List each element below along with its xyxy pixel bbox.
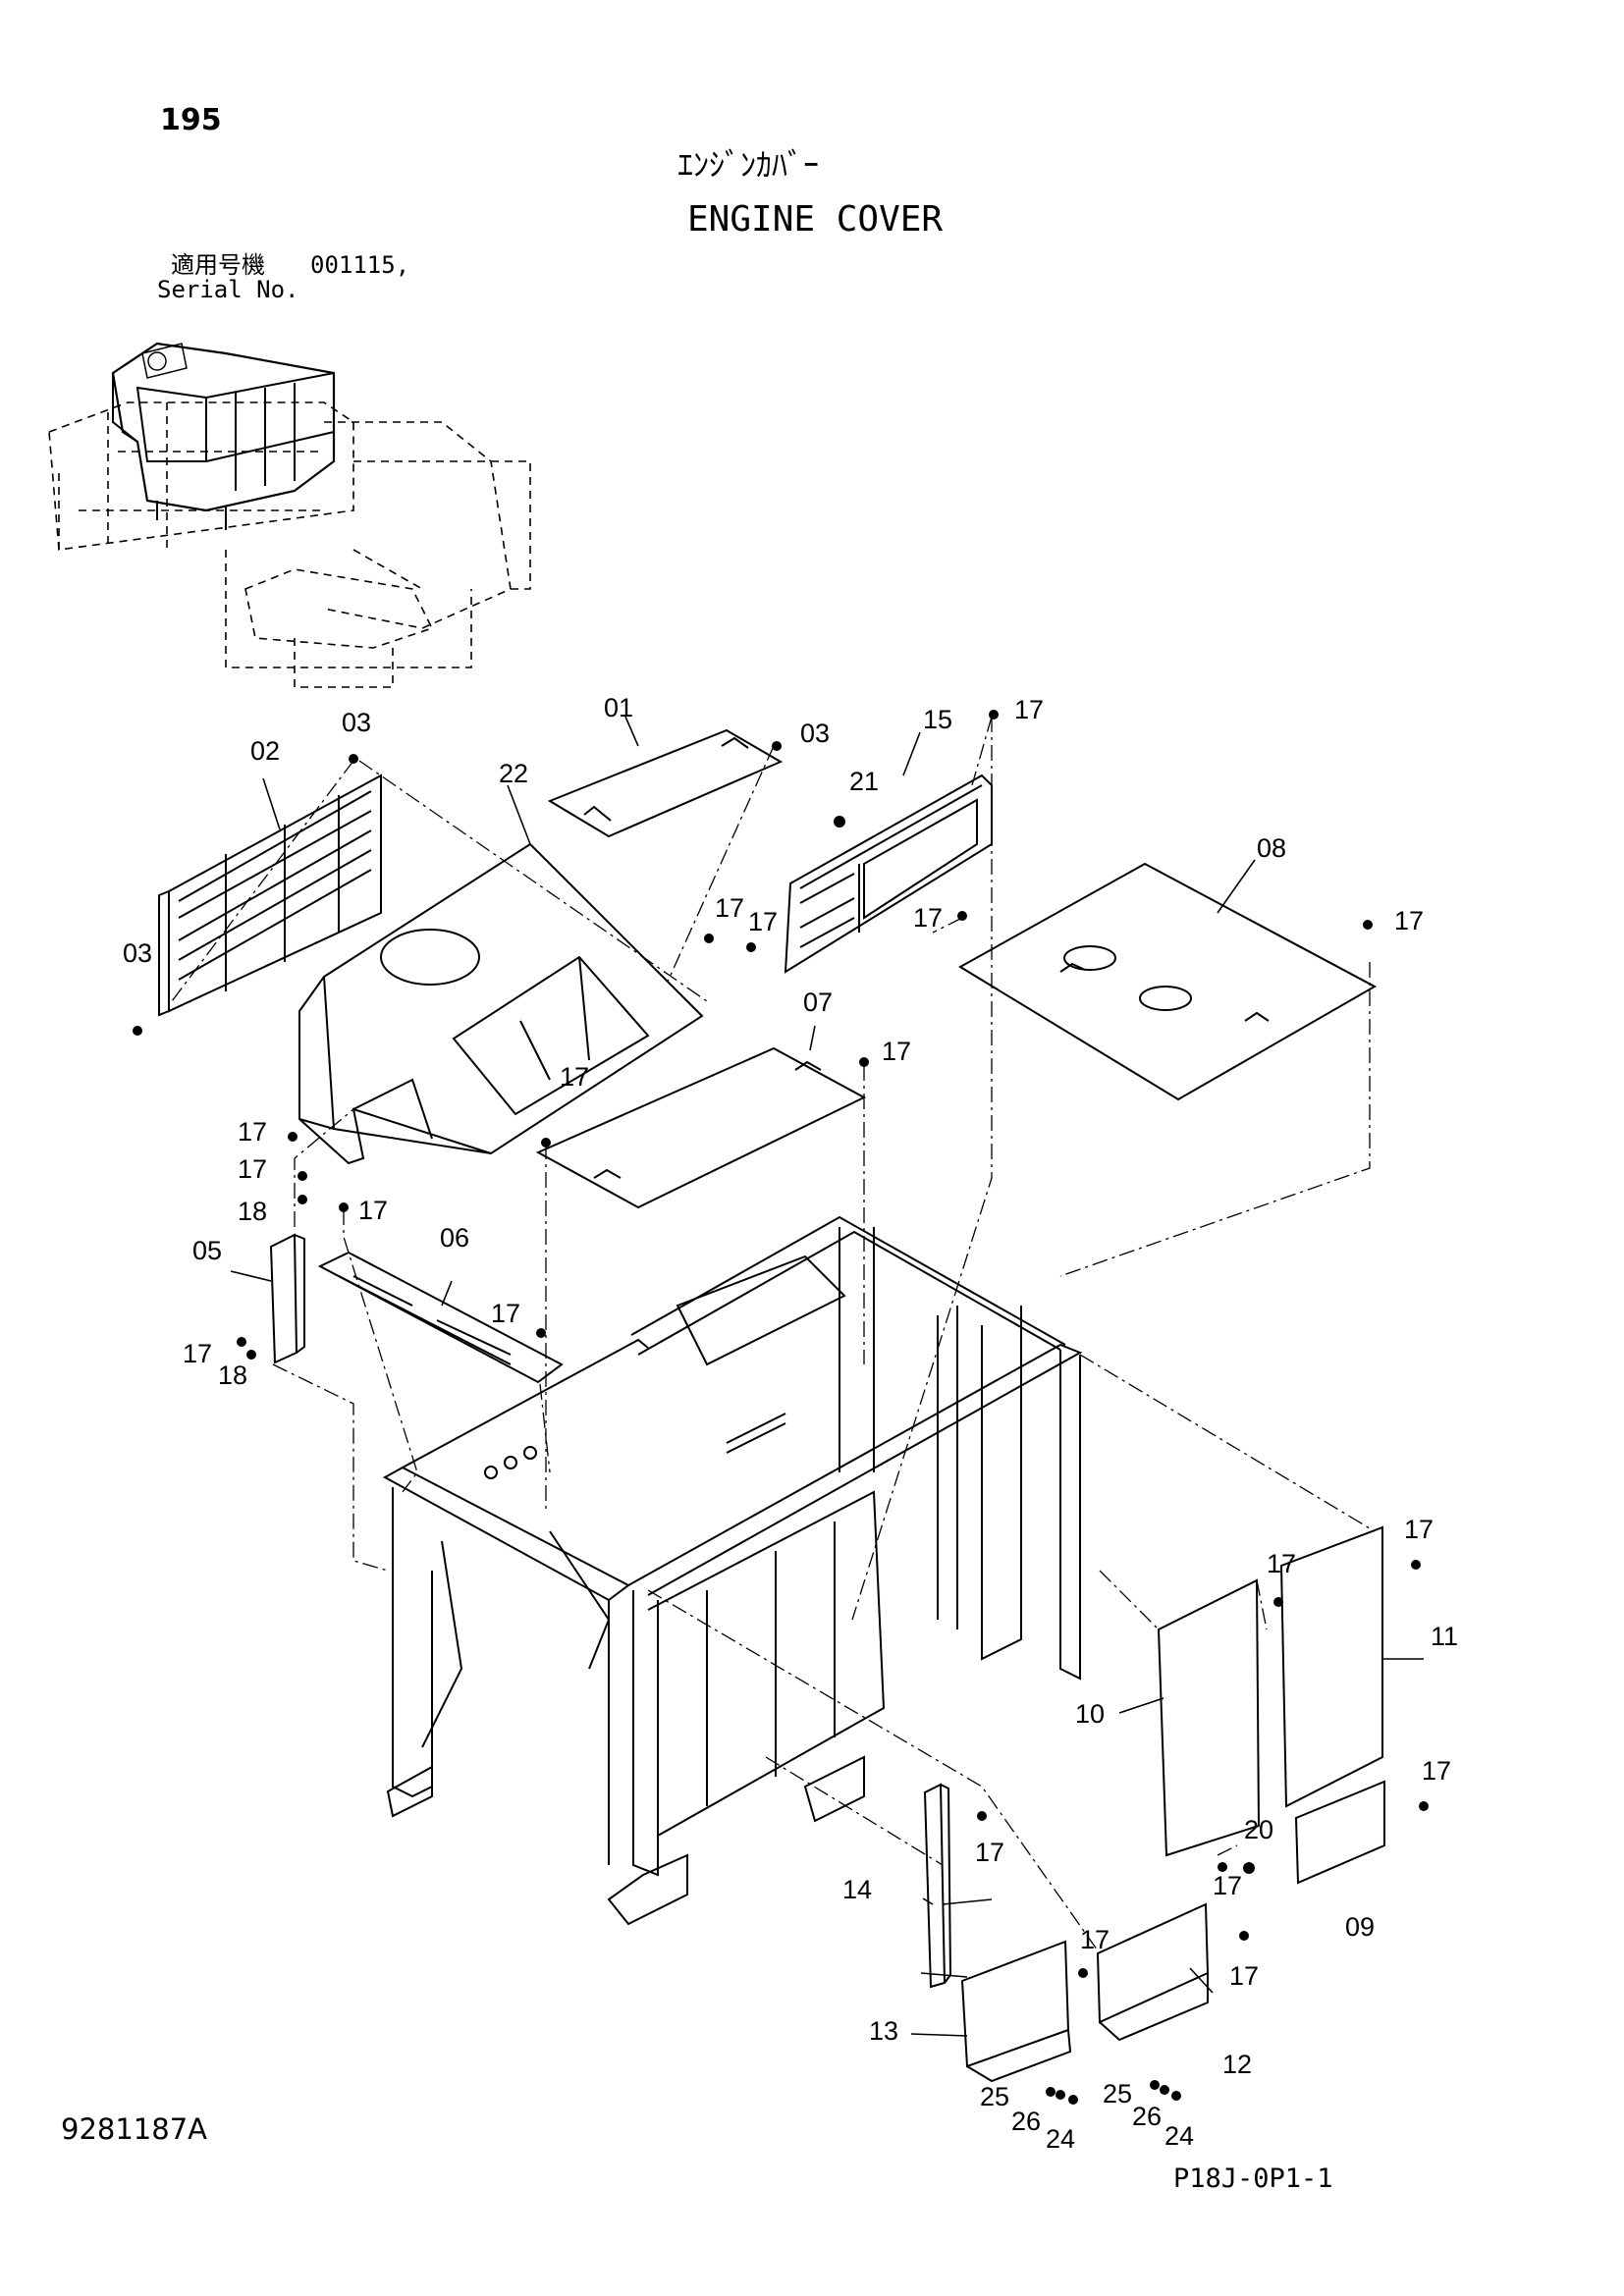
callout-12: 12 bbox=[1222, 2050, 1252, 2079]
callout-labels: 02 03 03 01 03 22 21 15 17 08 17 17 17 1… bbox=[123, 693, 1458, 2154]
callout-17: 17 bbox=[1229, 1961, 1259, 1991]
callout-17: 17 bbox=[1080, 1925, 1110, 1954]
part-12-cover bbox=[1096, 1902, 1210, 2042]
callout-17: 17 bbox=[560, 1062, 589, 1092]
drawing-number: 9281187A bbox=[61, 2112, 207, 2146]
callout-17: 17 bbox=[1213, 1871, 1242, 1900]
callout-17: 17 bbox=[1394, 906, 1424, 935]
callout-17: 17 bbox=[913, 903, 943, 933]
callout-17: 17 bbox=[715, 893, 744, 923]
callout-17: 17 bbox=[1422, 1756, 1451, 1786]
callout-17: 17 bbox=[183, 1339, 212, 1368]
part-14-bracket bbox=[923, 1783, 952, 1989]
callout-17: 17 bbox=[1014, 695, 1044, 724]
callout-07: 07 bbox=[803, 988, 833, 1017]
callout-13: 13 bbox=[869, 2016, 898, 2046]
callout-08: 08 bbox=[1257, 833, 1286, 863]
part-13-cover bbox=[960, 1940, 1072, 2083]
callout-03: 03 bbox=[342, 708, 371, 737]
part-08-plate bbox=[958, 862, 1378, 1101]
callout-17: 17 bbox=[491, 1299, 520, 1328]
callout-17: 17 bbox=[1267, 1549, 1296, 1578]
fastener-dots bbox=[133, 710, 1429, 2105]
page-number: 195 bbox=[160, 103, 222, 137]
part-01-panel bbox=[547, 728, 784, 838]
part-05-bracket bbox=[269, 1233, 305, 1364]
part-11-panel bbox=[1279, 1525, 1383, 1808]
callout-17: 17 bbox=[748, 907, 778, 936]
callout-05: 05 bbox=[192, 1236, 222, 1265]
callout-17: 17 bbox=[975, 1838, 1004, 1867]
part-09-panel bbox=[1294, 1780, 1385, 1885]
callout-22: 22 bbox=[499, 759, 528, 788]
callout-06: 06 bbox=[440, 1223, 469, 1253]
callout-24: 24 bbox=[1046, 2124, 1075, 2154]
callout-25: 25 bbox=[980, 2082, 1009, 2111]
part-06-bracket bbox=[317, 1251, 564, 1384]
callout-21: 21 bbox=[849, 767, 879, 796]
callout-02: 02 bbox=[250, 736, 280, 766]
part-15-side-frame bbox=[784, 774, 993, 974]
callout-25: 25 bbox=[1103, 2079, 1132, 2109]
callout-09: 09 bbox=[1345, 1912, 1375, 1942]
serial-number-value: 001115, bbox=[310, 251, 410, 279]
part-10-panel bbox=[1157, 1578, 1261, 1857]
callout-18: 18 bbox=[218, 1361, 247, 1390]
callout-10: 10 bbox=[1075, 1699, 1105, 1729]
callout-03: 03 bbox=[800, 719, 830, 748]
callout-11: 11 bbox=[1431, 1622, 1458, 1651]
callout-15: 15 bbox=[923, 705, 952, 734]
serial-label: Serial No. bbox=[157, 276, 299, 303]
machine-keymap-thumbnail bbox=[48, 342, 531, 688]
callout-26: 26 bbox=[1132, 2102, 1162, 2131]
callout-26: 26 bbox=[1011, 2107, 1041, 2136]
callout-17: 17 bbox=[1404, 1515, 1434, 1544]
callout-18: 18 bbox=[238, 1197, 267, 1226]
part-02-grille bbox=[158, 774, 382, 1017]
assembly-lines bbox=[171, 716, 1376, 1954]
callout-20: 20 bbox=[1244, 1815, 1273, 1844]
callout-17: 17 bbox=[358, 1196, 388, 1225]
part-22-hood bbox=[298, 842, 704, 1165]
callout-17: 17 bbox=[882, 1037, 911, 1066]
callout-17: 17 bbox=[238, 1117, 267, 1147]
serial-label-japanese: 適用号機 bbox=[171, 251, 265, 279]
callout-24: 24 bbox=[1164, 2121, 1194, 2151]
callout-17: 17 bbox=[238, 1154, 267, 1184]
callout-leaders bbox=[230, 716, 1424, 2037]
main-frame bbox=[382, 1215, 1083, 1926]
page-code: P18J-0P1-1 bbox=[1173, 2163, 1333, 2194]
callout-14: 14 bbox=[842, 1875, 872, 1904]
callout-03: 03 bbox=[123, 938, 152, 968]
title-japanese: ｴﾝｼﾞﾝｶﾊﾞｰ bbox=[677, 146, 820, 184]
callout-01: 01 bbox=[604, 693, 633, 722]
page-title: ENGINE COVER bbox=[687, 199, 944, 240]
